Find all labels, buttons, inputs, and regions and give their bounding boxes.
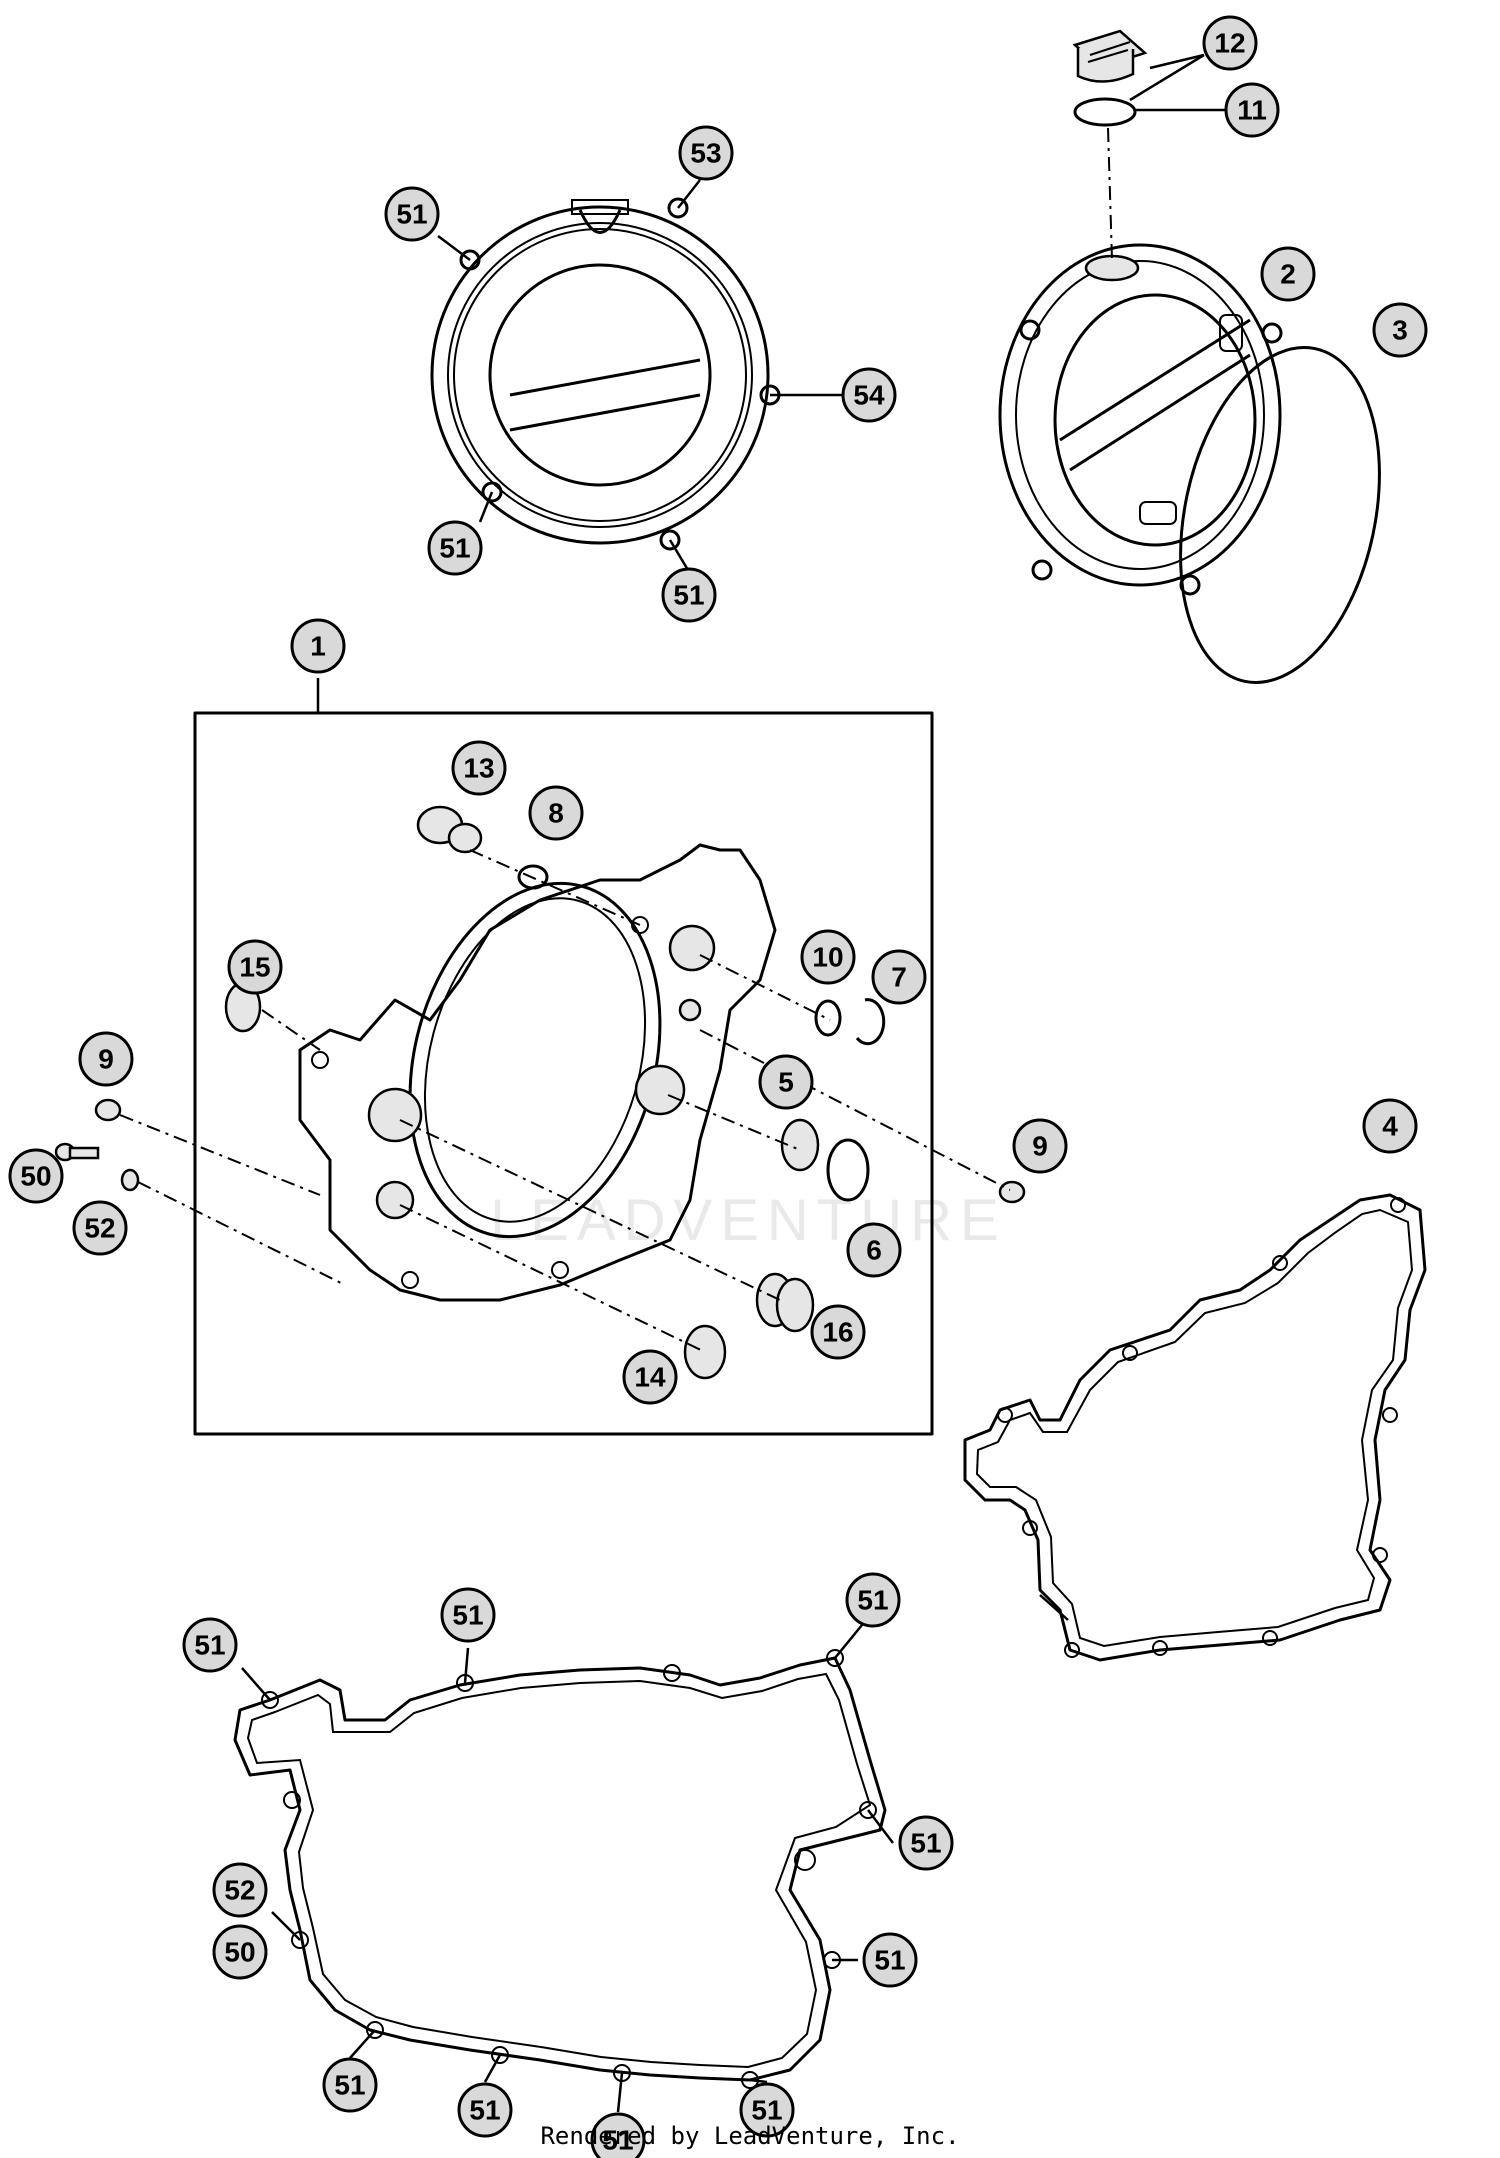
screw-50 bbox=[54, 1142, 100, 1162]
svg-text:11: 11 bbox=[1237, 95, 1267, 126]
circlip-7 bbox=[855, 998, 886, 1046]
svg-text:1: 1 bbox=[310, 631, 326, 662]
callout-16: 16 bbox=[810, 1304, 866, 1360]
dowel-9-left bbox=[94, 1098, 122, 1122]
callout-3: 3 bbox=[1372, 302, 1428, 358]
clutch-cover bbox=[998, 243, 1283, 596]
svg-text:52: 52 bbox=[84, 1213, 115, 1244]
svg-text:51: 51 bbox=[452, 1600, 483, 1631]
o-ring-6 bbox=[826, 1138, 870, 1202]
svg-text:5: 5 bbox=[778, 1067, 794, 1098]
callout-51: 51 bbox=[384, 186, 440, 242]
callout-53: 53 bbox=[678, 125, 734, 181]
callout-6: 6 bbox=[846, 1222, 902, 1278]
svg-text:16: 16 bbox=[822, 1317, 853, 1348]
bearing-16 bbox=[755, 1272, 815, 1333]
callout-51: 51 bbox=[739, 2082, 795, 2138]
gasket-outline bbox=[233, 1656, 887, 2082]
kit-frame bbox=[193, 711, 934, 1436]
callout-51: 51 bbox=[322, 2057, 378, 2113]
callout-51: 51 bbox=[898, 1815, 954, 1871]
callout-10: 10 bbox=[800, 929, 856, 985]
callout-14: 14 bbox=[622, 1349, 678, 1405]
svg-text:51: 51 bbox=[673, 580, 704, 611]
callout-50: 50 bbox=[8, 1148, 64, 1204]
callout-9: 9 bbox=[1012, 1118, 1068, 1174]
oil-filler-plug bbox=[1072, 29, 1148, 83]
svg-text:51: 51 bbox=[396, 199, 427, 230]
oil-plug-o-ring bbox=[1073, 97, 1137, 127]
svg-text:50: 50 bbox=[224, 1937, 255, 1968]
callout-54: 54 bbox=[841, 367, 897, 423]
svg-text:10: 10 bbox=[812, 942, 843, 973]
render-credit: Rendered by LeadVenture, Inc. bbox=[540, 2122, 960, 2150]
plug-13 bbox=[416, 805, 483, 854]
svg-text:12: 12 bbox=[1214, 28, 1245, 59]
svg-text:6: 6 bbox=[866, 1235, 882, 1266]
svg-text:54: 54 bbox=[853, 380, 885, 411]
callout-15: 15 bbox=[227, 939, 283, 995]
callout-51: 51 bbox=[845, 1572, 901, 1628]
dowel-9-right bbox=[998, 1180, 1026, 1204]
callout-13: 13 bbox=[451, 740, 507, 796]
callout-51: 51 bbox=[661, 567, 717, 623]
svg-text:53: 53 bbox=[690, 138, 721, 169]
callout-51: 51 bbox=[182, 1617, 238, 1673]
gasket-4 bbox=[963, 1193, 1427, 1662]
svg-text:9: 9 bbox=[1032, 1131, 1048, 1162]
callout-51: 51 bbox=[427, 520, 483, 576]
cover-o-ring bbox=[1179, 346, 1381, 684]
svg-text:51: 51 bbox=[857, 1585, 888, 1616]
callout-8: 8 bbox=[528, 785, 584, 841]
callout-52: 52 bbox=[212, 1862, 268, 1918]
clutch-cover-housing bbox=[298, 843, 777, 1302]
washer-10 bbox=[814, 999, 842, 1037]
callout-51: 51 bbox=[590, 2112, 646, 2158]
svg-text:4: 4 bbox=[1382, 1111, 1398, 1142]
callout-5: 5 bbox=[758, 1054, 814, 1110]
leader-lines bbox=[241, 53, 1226, 2113]
callout-1: 1 bbox=[290, 618, 346, 674]
washer-52 bbox=[120, 1168, 140, 1192]
callout-7: 7 bbox=[871, 949, 927, 1005]
shaft-seal-14 bbox=[683, 1324, 727, 1380]
svg-text:13: 13 bbox=[463, 753, 494, 784]
svg-text:51: 51 bbox=[910, 1828, 941, 1859]
bushing-5 bbox=[780, 1118, 820, 1172]
svg-text:51: 51 bbox=[874, 1945, 905, 1976]
svg-text:15: 15 bbox=[239, 952, 270, 983]
o-ring-8 bbox=[517, 864, 549, 890]
callout-12: 12 bbox=[1202, 15, 1258, 71]
svg-text:51: 51 bbox=[751, 2095, 782, 2126]
callout-52: 52 bbox=[72, 1200, 128, 1256]
outer-clutch-cover bbox=[430, 197, 781, 551]
callout-9: 9 bbox=[78, 1031, 134, 1087]
svg-text:50: 50 bbox=[20, 1161, 51, 1192]
svg-text:51: 51 bbox=[602, 2125, 633, 2156]
callout-51: 51 bbox=[457, 2082, 513, 2138]
callout-2: 2 bbox=[1260, 246, 1316, 302]
callout-51: 51 bbox=[440, 1587, 496, 1643]
callout-11: 11 bbox=[1224, 82, 1280, 138]
svg-text:51: 51 bbox=[194, 1630, 225, 1661]
svg-text:51: 51 bbox=[439, 533, 470, 564]
svg-text:8: 8 bbox=[548, 798, 564, 829]
svg-text:9: 9 bbox=[98, 1044, 114, 1075]
svg-text:7: 7 bbox=[891, 962, 907, 993]
svg-text:3: 3 bbox=[1392, 315, 1408, 346]
callout-50: 50 bbox=[212, 1924, 268, 1980]
svg-text:51: 51 bbox=[469, 2095, 500, 2126]
watermark: LEADVENTURE bbox=[490, 1188, 1007, 1253]
callout-51: 51 bbox=[862, 1932, 918, 1988]
svg-text:51: 51 bbox=[334, 2070, 365, 2101]
callout-4: 4 bbox=[1362, 1098, 1418, 1154]
svg-text:2: 2 bbox=[1280, 259, 1296, 290]
svg-text:52: 52 bbox=[224, 1875, 255, 1906]
svg-text:14: 14 bbox=[634, 1362, 666, 1393]
